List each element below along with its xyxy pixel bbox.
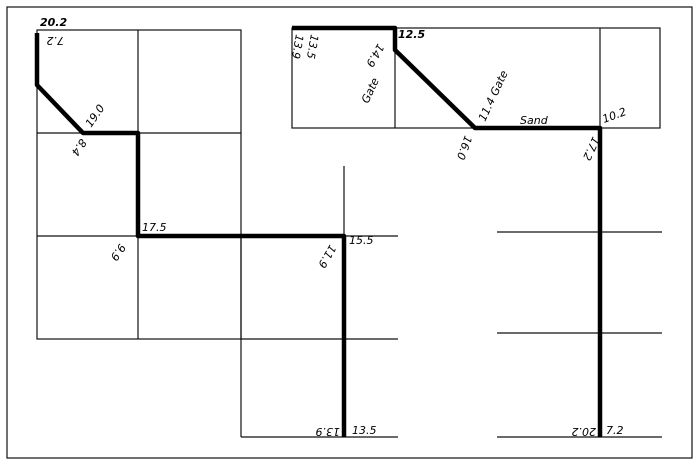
label: 15.5 [349, 234, 374, 247]
label: 12.5 [398, 28, 425, 41]
label: 10.2 [601, 105, 628, 126]
label: 13.9 [316, 425, 341, 438]
label: 13.5 [352, 424, 377, 437]
route-right [292, 25, 603, 437]
route-left [34, 33, 347, 437]
middle-grid [240, 166, 398, 438]
label: 7.2 [606, 424, 624, 437]
label: 20.2 [40, 16, 67, 29]
label: Gate [359, 76, 382, 106]
label: 11.4 Gate [476, 68, 511, 123]
label: 13.5 [304, 33, 321, 59]
label: 11.9 [315, 243, 339, 271]
label: 7.2 [47, 34, 65, 47]
right-grid [291, 27, 662, 438]
label: 14.9 [363, 42, 387, 70]
label: 20.2 [572, 425, 597, 438]
label: 19.0 [83, 102, 108, 130]
label: 16.0 [454, 134, 475, 161]
label: 8.4 [69, 136, 90, 158]
label: Sand [520, 114, 549, 127]
label: 17.5 [142, 221, 167, 234]
page-border [6, 6, 693, 459]
label: 13.9 [289, 33, 306, 59]
label: 9.9 [108, 241, 129, 263]
